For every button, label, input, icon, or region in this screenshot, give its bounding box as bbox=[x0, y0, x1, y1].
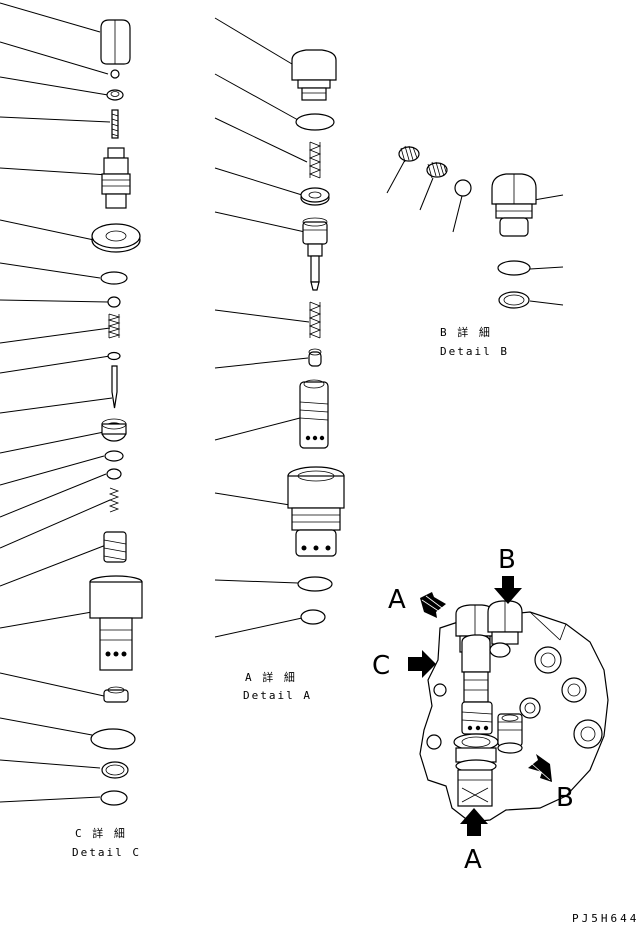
arrow-a-bottom bbox=[460, 808, 488, 836]
seat-small-c bbox=[103, 686, 129, 703]
valve-assembly: A B C B A bbox=[372, 545, 609, 875]
housing-a bbox=[287, 466, 345, 557]
center-stack bbox=[453, 701, 499, 807]
spring-a-1 bbox=[308, 141, 322, 179]
valve-plug-c bbox=[101, 147, 131, 209]
ball-c bbox=[110, 69, 120, 79]
spring-b bbox=[426, 161, 448, 179]
o-ring-c-2 bbox=[104, 450, 124, 462]
seal-c bbox=[106, 468, 122, 480]
small-plug bbox=[489, 642, 511, 658]
view-label-b-right: B bbox=[556, 783, 574, 813]
arrow-a-top bbox=[420, 592, 446, 618]
o-ring-a-1 bbox=[295, 113, 335, 131]
spring-seat-b bbox=[398, 145, 420, 163]
piston-c bbox=[103, 531, 127, 563]
plug-b-on-assembly bbox=[487, 600, 523, 645]
view-label-b-top: B bbox=[498, 545, 516, 575]
arrow-b-top bbox=[494, 576, 522, 604]
spring-c-2 bbox=[108, 487, 120, 513]
detail-c-leaders bbox=[0, 2, 113, 803]
o-ring-c-3 bbox=[90, 728, 136, 750]
plug-b bbox=[491, 173, 537, 237]
detail-b-caption-en: Detail B bbox=[440, 345, 509, 358]
backup-ring-c bbox=[101, 761, 129, 779]
plug-c-on-assembly bbox=[461, 634, 491, 703]
spring-c-1 bbox=[107, 313, 121, 339]
seat-c bbox=[107, 296, 121, 308]
needle-c bbox=[111, 365, 118, 409]
cartridge-c bbox=[89, 575, 143, 671]
drawing-code: PJ5H644 bbox=[572, 912, 639, 925]
detail-c-caption-jp: C 詳 細 bbox=[75, 826, 127, 840]
sleeve-a bbox=[299, 379, 329, 449]
seal-a bbox=[300, 609, 326, 625]
detail-a-caption-en: Detail A bbox=[243, 689, 312, 702]
o-ring-c-4 bbox=[100, 790, 128, 806]
o-ring-a-2 bbox=[297, 576, 333, 592]
arrow-c-left bbox=[408, 650, 436, 678]
detail-a-leaders bbox=[214, 17, 310, 638]
detail-c-group: C 詳 細 Detail C bbox=[0, 2, 143, 859]
port-6 bbox=[426, 734, 442, 750]
detail-a-group: A 詳 細 Detail A bbox=[214, 17, 345, 702]
cap-plug-a bbox=[291, 49, 337, 101]
cap-nut-c bbox=[100, 19, 131, 65]
port-1 bbox=[534, 646, 562, 674]
port-4 bbox=[519, 697, 541, 719]
port-3 bbox=[573, 719, 603, 749]
view-label-a-bottom: A bbox=[464, 845, 482, 875]
port-2 bbox=[561, 677, 587, 703]
detail-a-caption-jp: A 詳 細 bbox=[245, 670, 297, 684]
detail-b-caption-jp: B 詳 細 bbox=[440, 325, 492, 339]
poppet-a bbox=[302, 217, 328, 291]
nut-a bbox=[300, 187, 330, 206]
o-ring-b-1 bbox=[497, 260, 531, 276]
washer-c bbox=[107, 351, 121, 361]
pin-a bbox=[308, 348, 322, 367]
hex-nut-c bbox=[91, 223, 141, 253]
view-label-c-left: C bbox=[372, 651, 390, 681]
adjust-screw-c bbox=[111, 109, 119, 139]
lock-nut-c bbox=[106, 89, 124, 101]
o-ring-c-1 bbox=[100, 271, 128, 285]
arrow-b-right bbox=[528, 754, 552, 785]
detail-b-leaders bbox=[386, 159, 564, 306]
side-plug-b bbox=[497, 713, 523, 754]
port-5 bbox=[433, 683, 447, 697]
detail-c-caption-en: Detail C bbox=[72, 846, 141, 859]
backup-ring-b bbox=[498, 291, 530, 309]
spring-a-2 bbox=[308, 301, 322, 339]
detail-b-group: B 詳 細 Detail B bbox=[386, 145, 564, 358]
collar-c bbox=[101, 418, 127, 442]
view-label-a-top: A bbox=[388, 585, 406, 615]
ball-b bbox=[454, 179, 472, 197]
